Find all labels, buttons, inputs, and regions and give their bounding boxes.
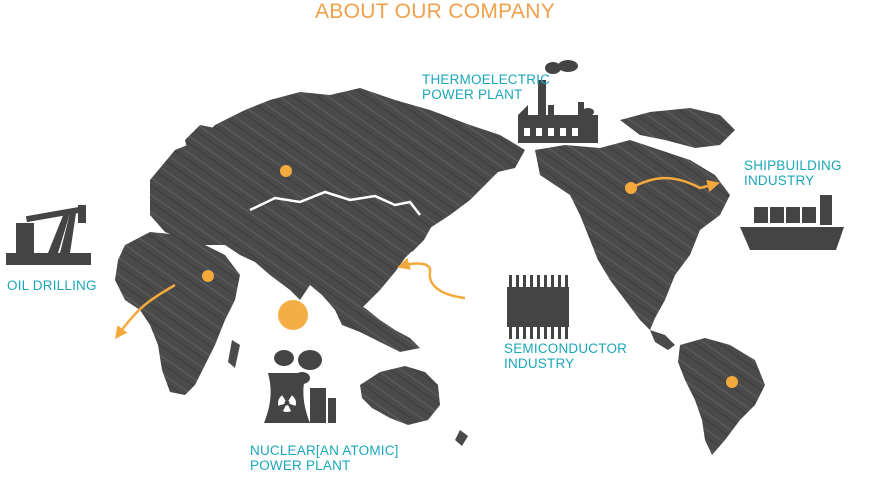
oil-drilling-label: OIL DRILLING	[7, 278, 97, 293]
oil-pump-icon	[6, 205, 91, 265]
madagascar	[228, 340, 240, 368]
arrow-north-america	[630, 176, 720, 192]
south-america-landmass	[678, 338, 765, 455]
scandinavia	[185, 125, 225, 158]
hub-dot-russia	[280, 165, 292, 177]
thermoelectric-label-line2: POWER PLANT	[422, 87, 523, 102]
southeast-asia	[335, 300, 420, 352]
thermoelectric-label-line1: THERMOELECTRIC	[422, 72, 551, 87]
cargo-ship-icon	[740, 195, 844, 250]
new-zealand	[455, 430, 468, 446]
nuclear-label-line1: NUCLEAR[AN ATOMIC]	[250, 443, 399, 458]
central-america	[650, 330, 675, 350]
page-title: ABOUT OUR COMPANY	[314, 0, 556, 23]
shipbuilding-label: SHIPBUILDING INDUSTRY	[744, 158, 842, 188]
north-america-landmass	[535, 140, 730, 330]
asia-border-line	[249, 190, 421, 216]
semiconductor-label: SEMICONDUCTOR INDUSTRY	[504, 341, 627, 371]
australia-landmass	[360, 366, 440, 425]
shipbuilding-label-line2: INDUSTRY	[744, 173, 815, 188]
hub-dot-india	[278, 300, 308, 330]
semiconductor-label-line1: SEMICONDUCTOR	[504, 341, 628, 356]
hub-dot-south-america	[726, 376, 738, 388]
nuclear-label-line2: POWER PLANT	[250, 458, 351, 473]
semiconductor-label-line2: INDUSTRY	[504, 356, 575, 371]
arctic-islands	[620, 108, 735, 148]
arrow-africa	[115, 283, 176, 340]
oil-drilling-label-line1: OIL DRILLING	[7, 278, 97, 293]
africa-landmass	[115, 232, 240, 395]
japan	[405, 215, 434, 252]
hub-dot-africa	[202, 270, 214, 282]
microchip-icon	[507, 275, 569, 339]
shipbuilding-label-line1: SHIPBUILDING	[744, 158, 842, 173]
nuclear-label: NUCLEAR[AN ATOMIC] POWER PLANT	[250, 443, 399, 473]
eurasia-landmass	[150, 88, 525, 318]
nuclear-plant-icon	[264, 350, 336, 423]
thermoelectric-label: THERMOELECTRIC POWER PLANT	[422, 72, 550, 102]
factory-icon	[518, 60, 598, 143]
arrow-pacific	[397, 257, 466, 300]
